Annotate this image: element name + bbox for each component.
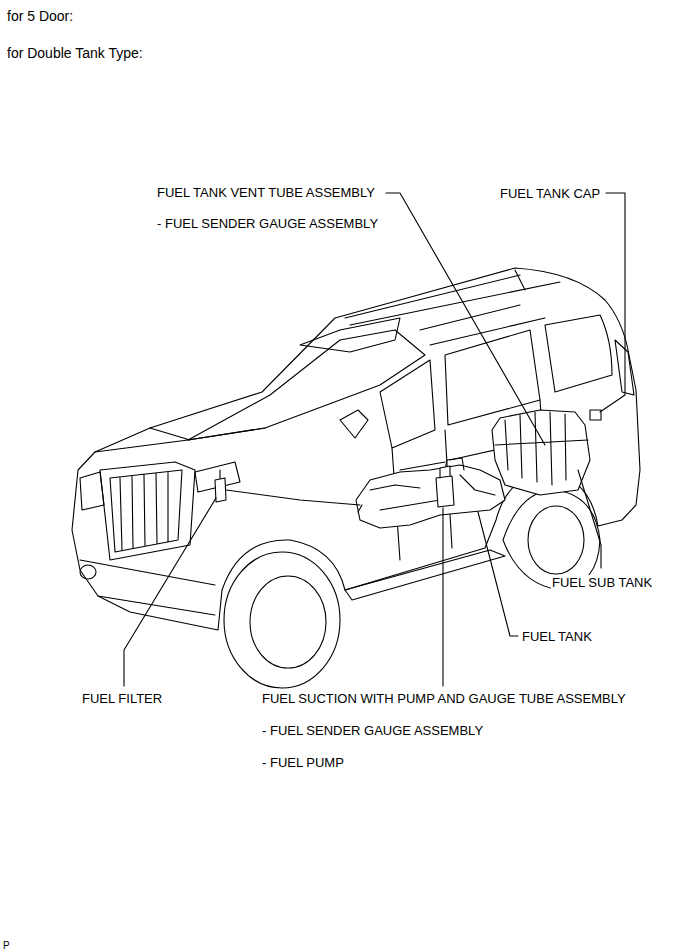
fuel-tank-detail: [358, 458, 495, 512]
part-label: - FUEL PUMP: [261, 755, 345, 771]
hood-line: [95, 428, 265, 560]
part-label: P: [2, 938, 11, 952]
leader-line: [478, 512, 518, 636]
leader-line: [386, 193, 545, 445]
front-wheel-rim: [250, 576, 326, 668]
part-label: - FUEL SENDER GAUGE ASSEMBLY: [156, 216, 379, 232]
leader-line: [442, 508, 443, 686]
fuel-line: [226, 490, 360, 505]
front-wheel: [224, 552, 340, 688]
rear-wheel-rim: [528, 506, 584, 574]
fuel-sub-tank: [492, 410, 590, 495]
leader-line: [600, 193, 625, 412]
part-label: FUEL SUCTION WITH PUMP AND GAUGE TUBE AS…: [261, 691, 627, 707]
part-label: FUEL SUB TANK: [551, 575, 653, 591]
part-label: FUEL TANK: [521, 629, 593, 645]
fuel-sub-tank-detail: [495, 412, 588, 485]
fuel-filter: [215, 470, 226, 502]
windshield: [188, 330, 425, 440]
part-label: FUEL FILTER: [81, 691, 163, 707]
leader-line: [124, 498, 216, 686]
bumper: [80, 560, 215, 615]
roof-detail: [300, 270, 560, 352]
fuel-tank: [356, 465, 505, 528]
part-label: FUEL TANK VENT TUBE ASSEMBLY: [156, 185, 376, 201]
side-step: [345, 550, 505, 600]
fog-lamp: [80, 565, 96, 579]
fuel-pump: [436, 466, 454, 507]
leader-line: [578, 470, 601, 568]
headlight: [80, 462, 240, 510]
part-label: FUEL TANK CAP: [499, 186, 601, 202]
part-label: for Double Tank Type:: [6, 45, 144, 61]
part-label: for 5 Door:: [6, 8, 74, 24]
fuel-cap: [590, 410, 601, 420]
part-label: - FUEL SENDER GAUGE ASSEMBLY: [261, 723, 484, 739]
grille: [110, 470, 182, 552]
side-mirror: [340, 410, 368, 438]
